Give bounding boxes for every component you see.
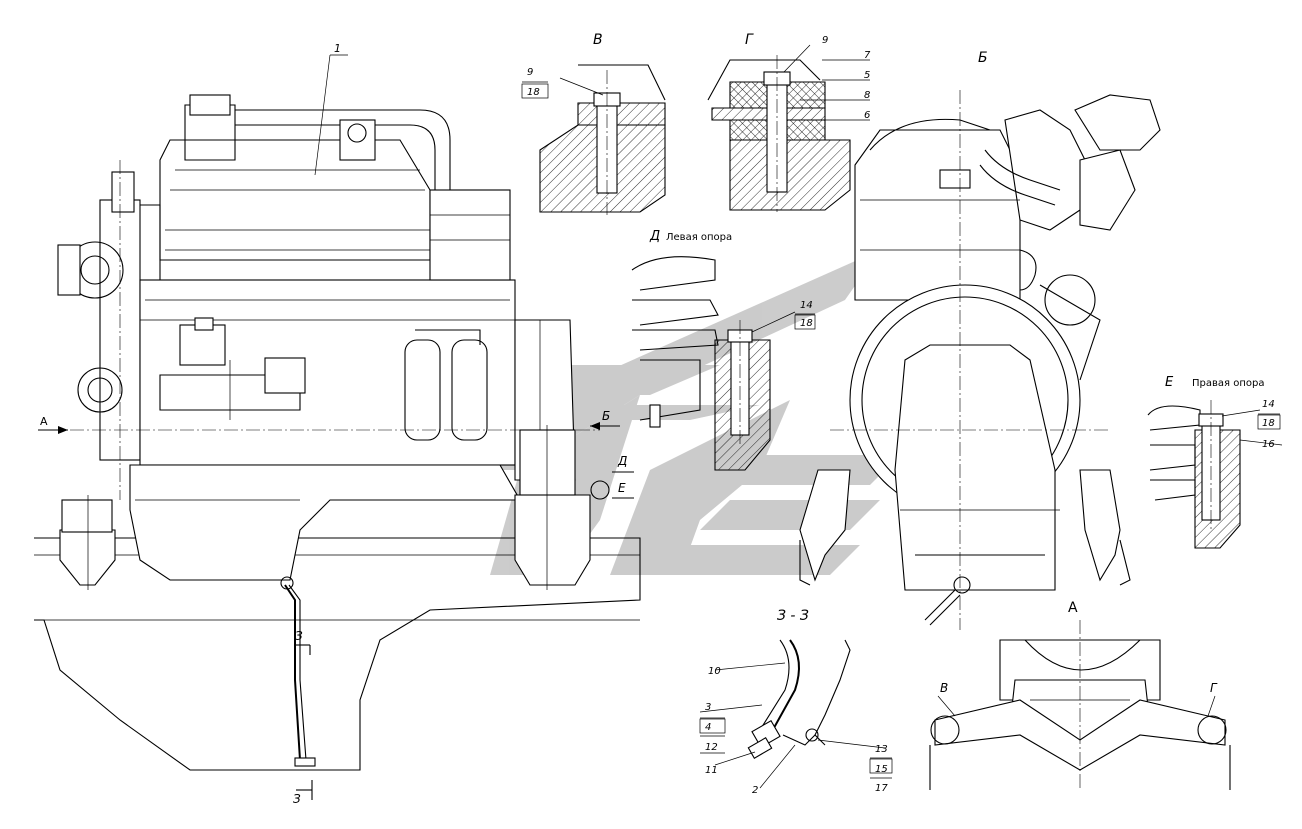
- view-a-mark-v: В: [940, 681, 948, 695]
- callout-z-12: 12: [705, 742, 718, 753]
- callout-e-14: 14: [1262, 399, 1275, 410]
- section-mark-z-bottom: З: [293, 792, 301, 806]
- engine-side-view: З З А Б Д Е 1: [34, 42, 641, 806]
- callout-e-18: 18: [1262, 418, 1275, 429]
- callout-g-9: 9: [822, 35, 828, 46]
- callout-z-17: 17: [875, 783, 888, 794]
- callout-g-5: 5: [864, 70, 870, 81]
- view-e-title: Е: [1165, 375, 1174, 390]
- view-b-front: Б: [799, 50, 1161, 630]
- view-g-title: Г: [745, 32, 754, 48]
- callout-v-18: 18: [527, 87, 540, 98]
- section-mark-z-top: З: [295, 629, 303, 643]
- section-z-z: З - З 10 3 4 12 11 2 13 15: [699, 608, 893, 796]
- callout-g-7: 7: [864, 50, 871, 61]
- view-g-section: Г 9 7 5 8 6: [707, 32, 871, 212]
- callout-z-10: 10: [708, 666, 721, 677]
- callout-e-16: 16: [1262, 439, 1275, 450]
- detail-mark-d: Д: [617, 454, 627, 468]
- callout-z-15: 15: [875, 764, 888, 775]
- callout-g-6: 6: [864, 110, 870, 121]
- callout-d-14: 14: [800, 300, 813, 311]
- frame-outline: [34, 537, 641, 771]
- callout-v-9: 9: [527, 67, 533, 78]
- view-b-title: Б: [978, 50, 988, 66]
- view-e-caption: Правая опора: [1192, 378, 1264, 389]
- view-d-left-support: Д Левая опора 14 18: [631, 229, 816, 471]
- view-a-mark-g: Г: [1210, 681, 1218, 695]
- callout-g-8: 8: [864, 90, 870, 101]
- view-v-section: В 9 18: [521, 32, 666, 215]
- callout-z-13: 13: [875, 744, 888, 755]
- view-a-bottom: А В Г: [929, 600, 1231, 790]
- callout-z-4: 4: [705, 722, 711, 733]
- callout-z-3: 3: [705, 702, 711, 713]
- callout-d-18: 18: [800, 318, 813, 329]
- view-arrow-a-label: А: [40, 415, 48, 428]
- callout-z-11: 11: [705, 765, 718, 776]
- view-d-caption: Левая опора: [666, 232, 732, 243]
- detail-mark-e: Е: [618, 481, 626, 495]
- callout-1: 1: [334, 42, 341, 55]
- callout-z-2: 2: [752, 785, 758, 796]
- view-arrow-b-label: Б: [602, 409, 610, 423]
- view-e-right-support: Е Правая опора 14 18 16: [1147, 375, 1283, 549]
- section-z-z-title: З - З: [777, 608, 809, 624]
- view-d-title: Д: [649, 229, 660, 244]
- view-a-title: А: [1068, 600, 1078, 616]
- view-v-title: В: [593, 32, 603, 48]
